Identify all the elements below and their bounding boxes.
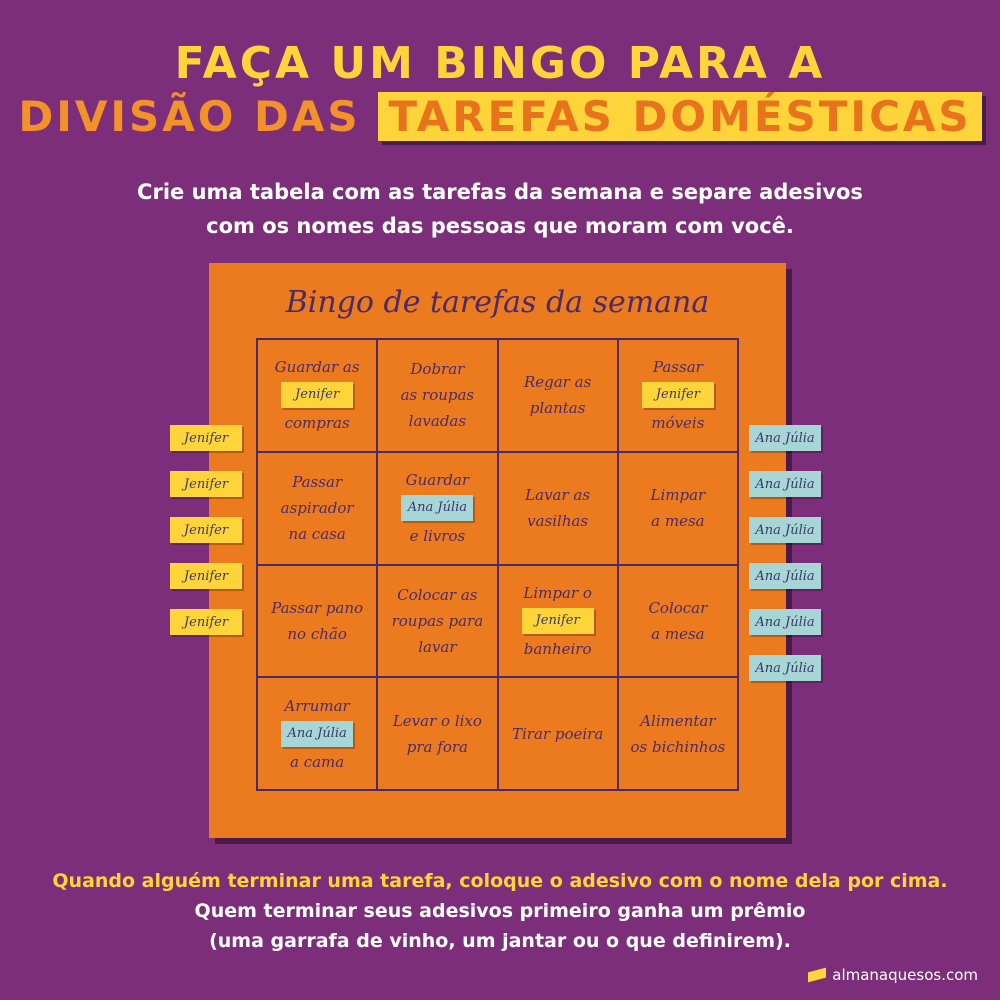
bingo-cell: Dobrar as roupas lavadas bbox=[377, 339, 498, 452]
cell-text: roupas para bbox=[391, 611, 484, 630]
bingo-board: Bingo de tarefas da semana Guardar as Jen… bbox=[209, 263, 786, 838]
name-sticker[interactable]: Ana Júlia bbox=[281, 720, 354, 747]
bingo-cell: Colocar a mesa bbox=[617, 564, 738, 678]
cell-text: Colocar bbox=[648, 598, 708, 617]
bingo-grid: Guardar as Jenifer compras Dobrar as roupas l… bbox=[256, 338, 739, 791]
subtitle-line-2: com os nomes das pessoas que moram com v… bbox=[206, 214, 794, 238]
cell-text: compras bbox=[284, 414, 350, 433]
title-highlight: tarefas domésticas bbox=[378, 92, 982, 141]
name-sticker[interactable]: Jenifer bbox=[521, 607, 594, 634]
title-part-a: divisão das bbox=[18, 92, 361, 141]
name-sticker-ana-julia[interactable]: Ana Júlia bbox=[749, 563, 821, 589]
cell-text: Limpar o bbox=[523, 583, 592, 602]
bingo-cell: Levar o lixo pra fora bbox=[377, 677, 498, 790]
name-sticker[interactable]: Jenifer bbox=[641, 382, 714, 409]
cell-text: Colocar as bbox=[397, 585, 478, 604]
cell-text: Lavar as bbox=[525, 486, 591, 505]
cell-text: pra fora bbox=[406, 737, 468, 756]
title-line-2: divisão das tarefas domésticas bbox=[0, 92, 1000, 141]
title-line-1: Faça um bingo para a bbox=[174, 38, 826, 89]
bingo-cell: Limpar a mesa bbox=[617, 451, 738, 565]
name-sticker-jenifer[interactable]: Jenifer bbox=[170, 609, 242, 635]
cell-text: lavadas bbox=[408, 412, 467, 431]
cell-text: lavar bbox=[418, 637, 457, 656]
bingo-cell: Regar as plantas bbox=[497, 339, 618, 452]
cell-text: a mesa bbox=[651, 624, 705, 643]
cell-text: no chão bbox=[287, 624, 347, 643]
logo-icon bbox=[808, 967, 827, 983]
footer-text: Quando alguém terminar uma tarefa, coloq… bbox=[0, 866, 1000, 956]
board-title: Bingo de tarefas da semana bbox=[285, 285, 710, 320]
footer-line-1: Quando alguém terminar uma tarefa, coloq… bbox=[52, 870, 948, 892]
cell-text: Alimentar bbox=[640, 711, 716, 730]
cell-text: móveis bbox=[651, 414, 705, 433]
footer-line-2: Quem terminar seus adesivos primeiro gan… bbox=[194, 900, 806, 922]
bingo-cell: Passar pano no chão bbox=[257, 564, 378, 678]
cell-text: Dobrar bbox=[410, 360, 465, 379]
cell-text: Passar bbox=[652, 358, 703, 377]
footer-line-3: (uma garrafa de vinho, um jantar ou o qu… bbox=[209, 930, 791, 952]
cell-text: a mesa bbox=[651, 512, 705, 531]
cell-text: as roupas bbox=[400, 386, 475, 405]
cell-text: e livros bbox=[409, 527, 466, 546]
bingo-cell: Lavar as vasilhas bbox=[497, 451, 618, 565]
cell-text: os bichinhos bbox=[630, 737, 726, 756]
name-sticker-jenifer[interactable]: Jenifer bbox=[170, 425, 242, 451]
cell-text: Regar as bbox=[523, 373, 592, 392]
name-sticker-ana-julia[interactable]: Ana Júlia bbox=[749, 609, 821, 635]
name-sticker[interactable]: Jenifer bbox=[281, 382, 354, 409]
name-sticker-jenifer[interactable]: Jenifer bbox=[170, 517, 242, 543]
bingo-cell: Colocar as roupas para lavar bbox=[377, 564, 498, 678]
name-sticker-ana-julia[interactable]: Ana Júlia bbox=[749, 471, 821, 497]
cell-text: na casa bbox=[288, 525, 346, 544]
cell-text: Tirar poeira bbox=[511, 724, 604, 743]
name-sticker-ana-julia[interactable]: Ana Júlia bbox=[749, 425, 821, 451]
cell-text: vasilhas bbox=[527, 512, 589, 531]
bingo-cell: Guardar as Jenifer compras bbox=[257, 339, 378, 452]
cell-text: Passar pano bbox=[271, 598, 364, 617]
cell-text: Levar o lixo bbox=[392, 711, 482, 730]
name-sticker-jenifer[interactable]: Jenifer bbox=[170, 471, 242, 497]
subtitle: Crie uma tabela com as tarefas da semana… bbox=[0, 175, 1000, 243]
cell-text: aspirador bbox=[280, 499, 354, 518]
cell-text: Guardar as bbox=[274, 358, 360, 377]
cell-text: banheiro bbox=[523, 639, 592, 658]
name-sticker-ana-julia[interactable]: Ana Júlia bbox=[749, 655, 821, 681]
bingo-cell: Alimentar os bichinhos bbox=[617, 677, 738, 790]
bingo-cell: Limpar o Jenifer banheiro bbox=[497, 564, 618, 678]
brand-logo[interactable]: almanaquesos.com bbox=[808, 966, 978, 984]
cell-text: a cama bbox=[290, 752, 345, 771]
name-sticker[interactable]: Ana Júlia bbox=[401, 495, 474, 522]
bingo-cell: Tirar poeira bbox=[497, 677, 618, 790]
name-sticker-ana-julia[interactable]: Ana Júlia bbox=[749, 517, 821, 543]
cell-text: Arrumar bbox=[284, 696, 350, 715]
cell-text: Guardar bbox=[405, 471, 470, 490]
name-sticker-jenifer[interactable]: Jenifer bbox=[170, 563, 242, 589]
cell-text: Limpar bbox=[650, 486, 706, 505]
bingo-cell: Passar aspirador na casa bbox=[257, 451, 378, 565]
logo-text: almanaquesos.com bbox=[832, 966, 978, 984]
subtitle-line-1: Crie uma tabela com as tarefas da semana… bbox=[137, 180, 863, 204]
cell-text: plantas bbox=[529, 399, 586, 418]
cell-text: Passar bbox=[292, 473, 343, 492]
